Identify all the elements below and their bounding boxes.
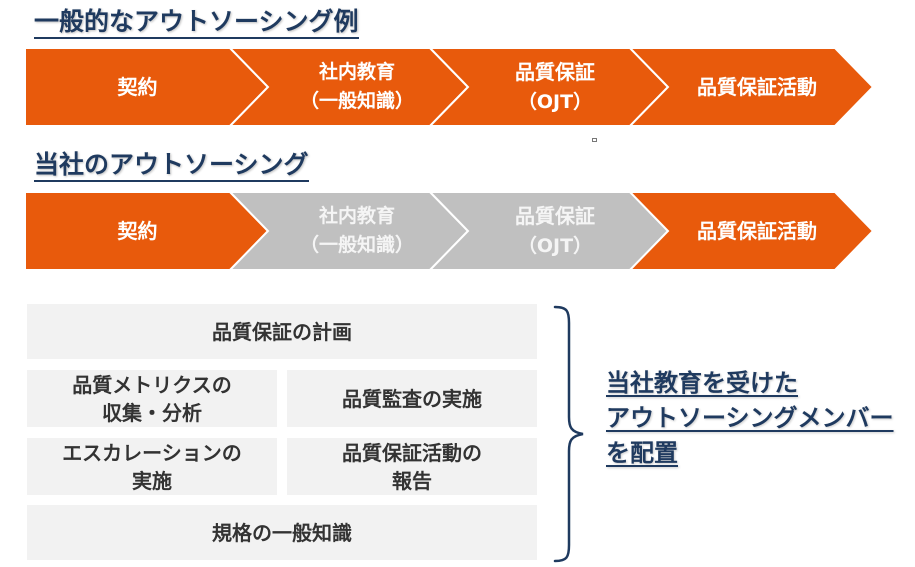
flow-step-qa-activity-label: 品質保証活動 <box>662 192 852 270</box>
process-flow-general-arrows <box>24 47 875 127</box>
flow-step-contract-text: 契約 <box>117 74 158 99</box>
activity-box-audit: 品質監査の実施 <box>287 370 537 427</box>
section-title-underline <box>34 37 359 39</box>
flow-step-qa-activity <box>627 191 875 271</box>
activity-audit-text: 品質監査の実施 <box>342 386 482 411</box>
conclusion-line-1: 当社教育を受けた <box>606 369 798 397</box>
activity-box-metrics: 品質メトリクスの 収集・分析 <box>27 370 277 427</box>
small-marker <box>592 138 597 142</box>
flow-step-qa-activity <box>627 47 875 127</box>
flow-step-ojt-text: 品質保証 <box>515 59 595 84</box>
flow-step-contract-label: 契約 <box>25 192 250 270</box>
flow-step-ojt-label: 品質保証 （OJT） <box>460 192 650 270</box>
activity-box-plan: 品質保証の計画 <box>27 304 537 359</box>
section-title-ours: 当社のアウトソーシング <box>34 150 309 182</box>
flow-step-training-text: 社内教育 <box>318 60 395 83</box>
activity-metrics-text: 品質メトリクスの <box>72 372 232 397</box>
section-title-general-text: 一般的なアウトソーシング例 <box>34 7 359 36</box>
activity-box-report: 品質保証活動の 報告 <box>287 438 537 495</box>
process-flow-general <box>0 0 915 140</box>
conclusion-text: 当社教育を受けた アウトソーシングメンバー を配置 <box>606 366 894 471</box>
activity-escalation-subtext: 実施 <box>131 468 172 493</box>
process-flow-ours-arrows <box>24 191 875 271</box>
flow-step-training-subtext: （一般知識） <box>299 90 414 112</box>
conclusion-line-2: アウトソーシングメンバー <box>606 404 894 433</box>
flow-step-ojt-subtext: （OJT） <box>517 90 593 113</box>
flow-step-ojt-text: 品質保証 <box>515 203 595 228</box>
section-title-underline <box>34 180 309 182</box>
activity-box-standards: 規格の一般知識 <box>27 505 537 560</box>
activity-plan-text: 品質保証の計画 <box>212 319 352 344</box>
flow-step-qa-activity-text: 品質保証活動 <box>697 218 817 243</box>
activity-escalation-text: エスカレーションの <box>62 440 242 465</box>
flow-step-qa-activity-label: 品質保証活動 <box>662 48 852 126</box>
flow-step-contract-label: 契約 <box>25 48 250 126</box>
conclusion-line-3: を配置 <box>606 439 678 468</box>
process-flow-ours <box>0 0 915 280</box>
flow-step-training-subtext: （一般知識） <box>299 234 414 256</box>
activity-report-text: 品質保証活動の <box>342 440 482 465</box>
flow-step-training-label: 社内教育 （一般知識） <box>262 48 452 126</box>
flow-step-training-label: 社内教育 （一般知識） <box>262 192 452 270</box>
section-title-general: 一般的なアウトソーシング例 <box>34 7 359 39</box>
section-title-ours-text: 当社のアウトソーシング <box>34 150 309 179</box>
flow-step-ojt-label: 品質保証 （OJT） <box>460 48 650 126</box>
flow-step-ojt-subtext: （OJT） <box>517 234 593 257</box>
flow-step-qa-activity-text: 品質保証活動 <box>697 74 817 99</box>
activity-report-subtext: 報告 <box>392 468 432 493</box>
activity-standards-text: 規格の一般知識 <box>212 520 352 545</box>
curly-bracket <box>553 305 584 563</box>
activity-box-escalation: エスカレーションの 実施 <box>27 438 277 495</box>
activity-metrics-subtext: 収集・分析 <box>102 400 202 425</box>
flow-step-contract-text: 契約 <box>117 218 158 243</box>
flow-step-training-text: 社内教育 <box>318 204 395 227</box>
